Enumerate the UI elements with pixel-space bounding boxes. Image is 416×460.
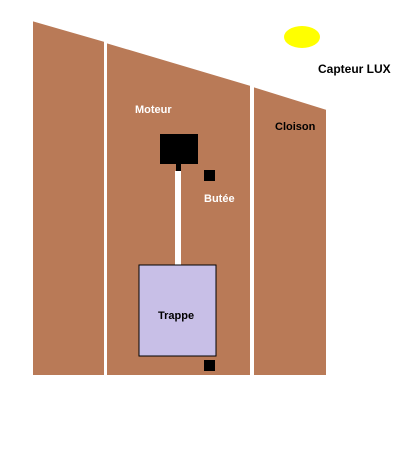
wall-panel-left — [31, 18, 106, 377]
stop-block-top — [204, 170, 215, 181]
motor-block — [160, 134, 198, 164]
wall-panel-right — [252, 84, 328, 377]
motor-label: Moteur — [135, 104, 172, 116]
stop-label: Butée — [204, 193, 235, 205]
hatch-label: Trappe — [158, 310, 194, 322]
hatch-rod — [175, 171, 181, 265]
motor-shaft — [176, 164, 181, 171]
sensor-label: Capteur LUX — [318, 62, 391, 76]
stop-block-bottom — [204, 360, 215, 371]
partition-label: Cloison — [275, 121, 316, 133]
sun-icon — [284, 26, 320, 48]
hatch-door — [138, 264, 217, 357]
